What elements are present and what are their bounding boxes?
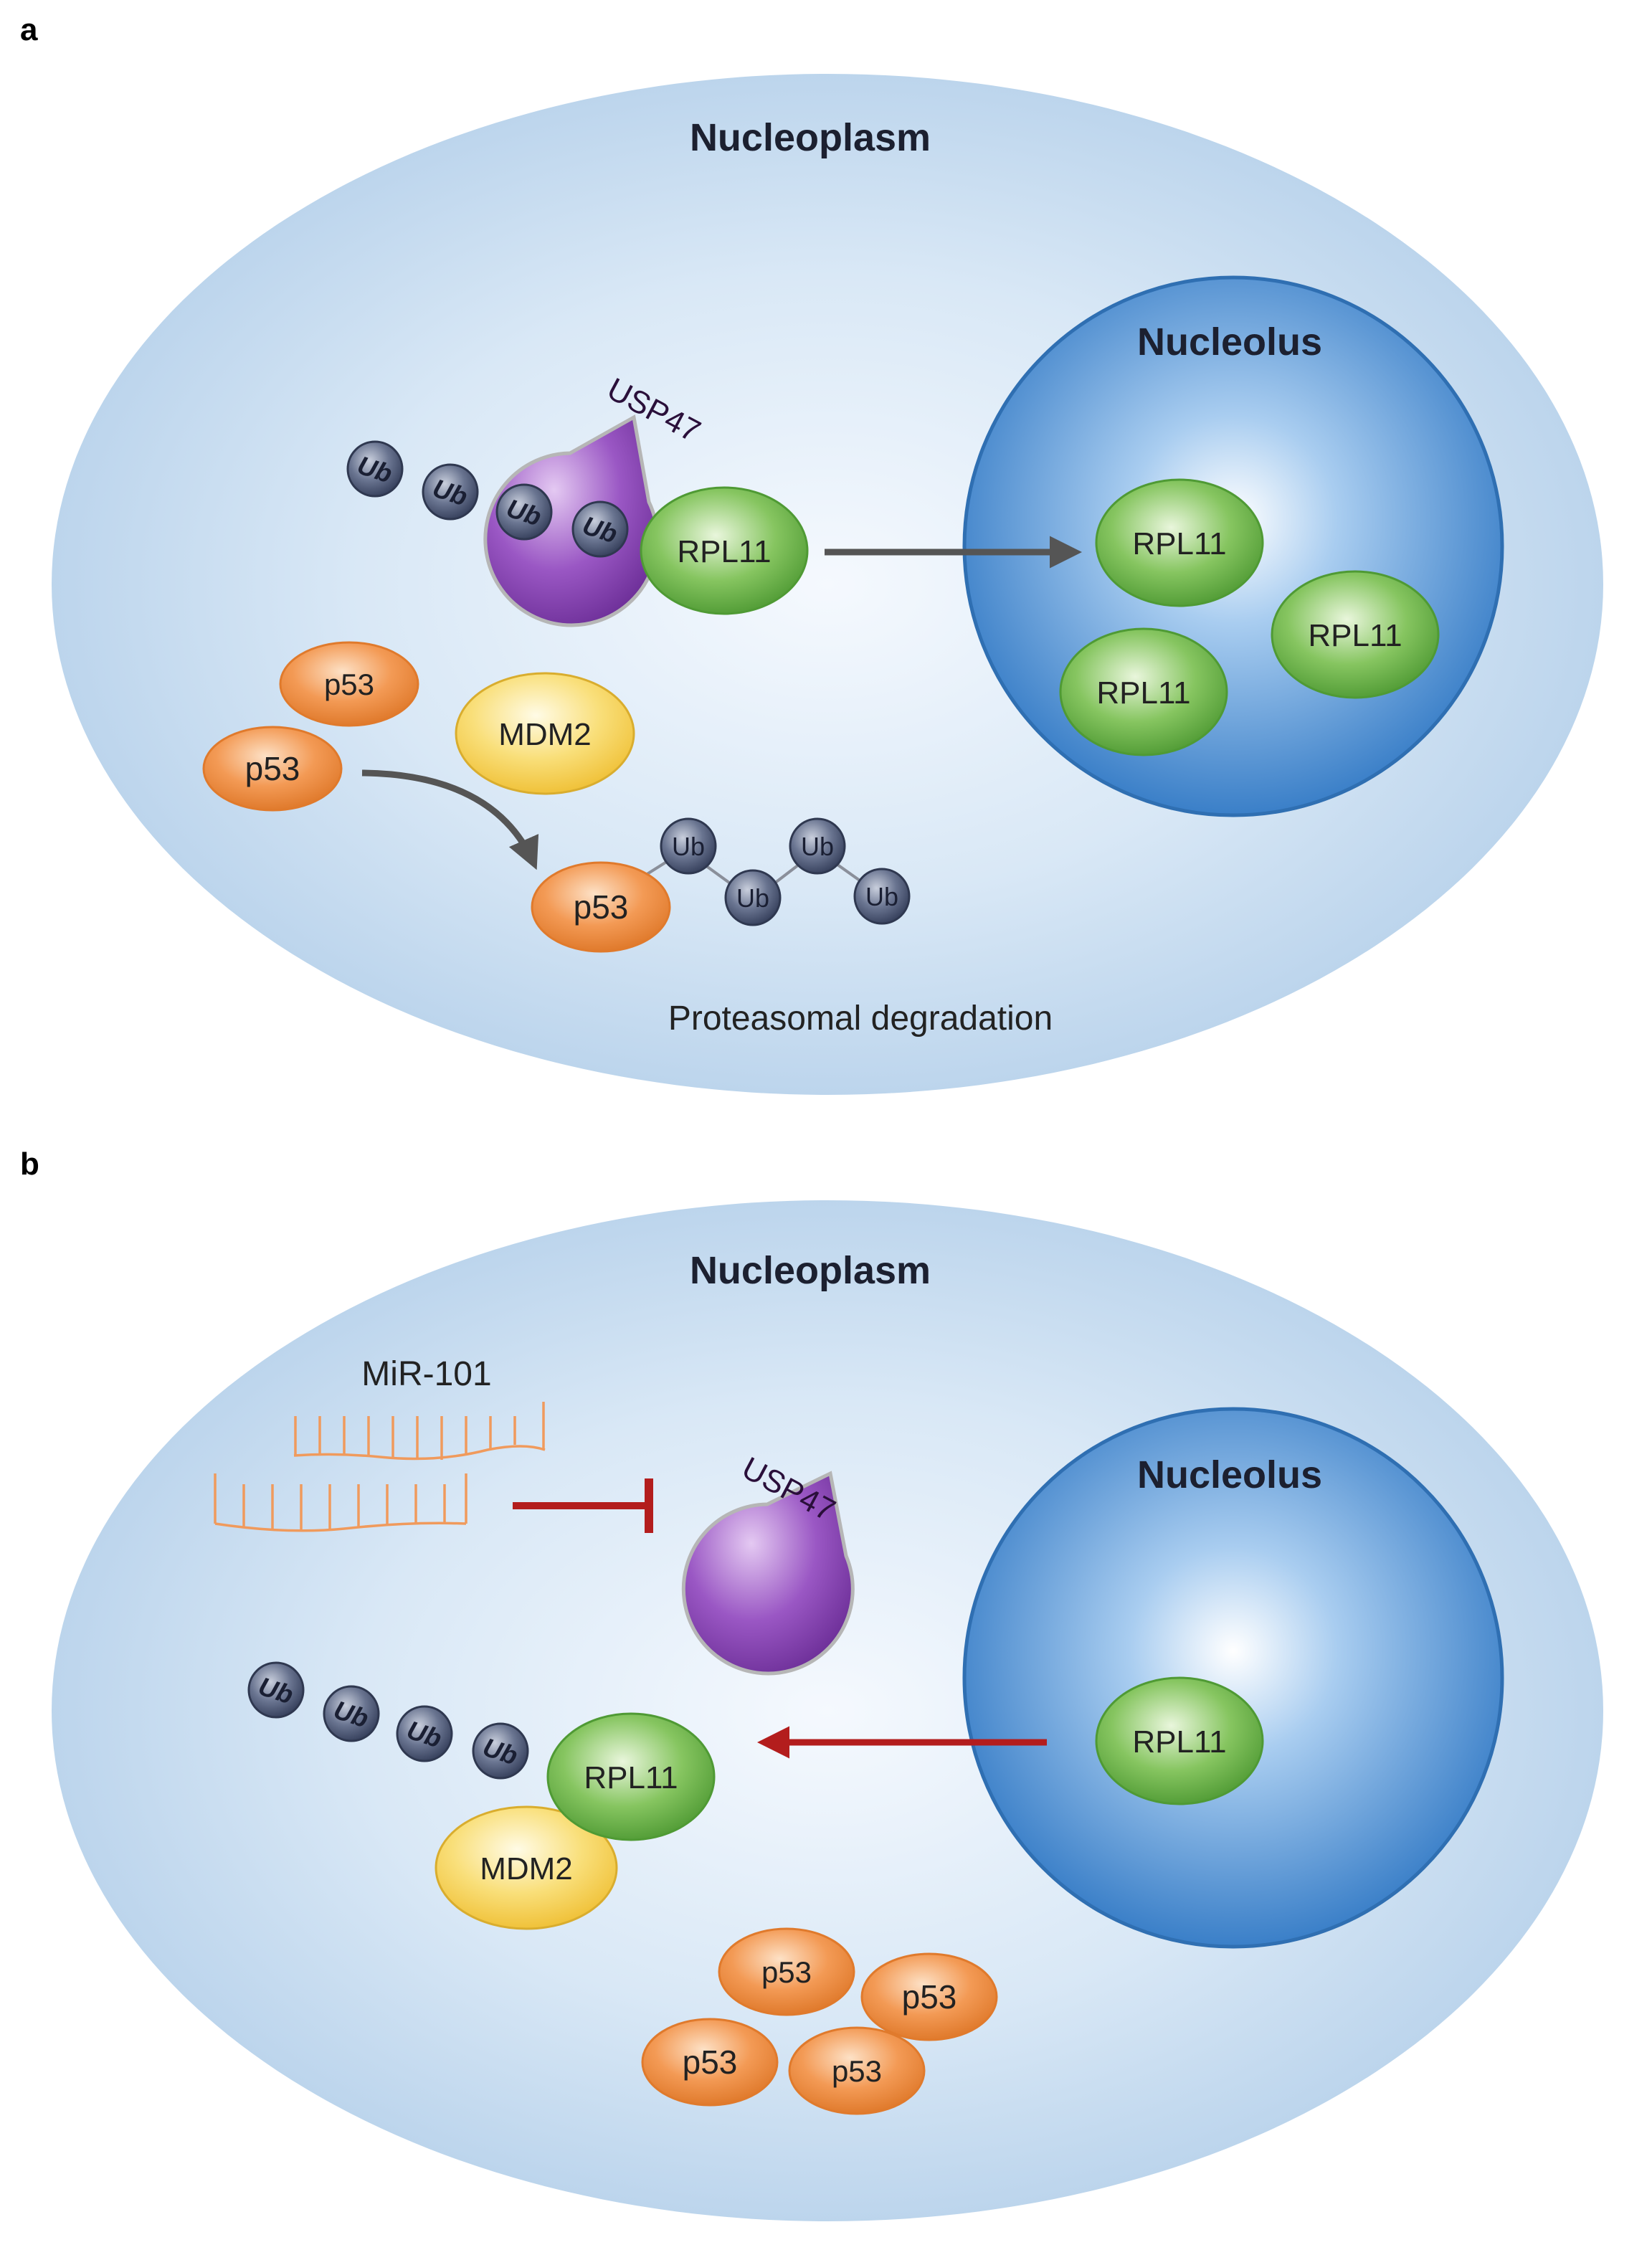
panel-b: b Nucleoplasm Nucleolus MiR-101 [20, 1147, 1603, 2221]
mir101-strand-2-bases [214, 1473, 467, 1531]
rpl11-a-nucleoplasm-label: RPL11 [677, 534, 771, 569]
p53-a-1 [279, 641, 419, 727]
p53-a-ubiquitinated [531, 861, 671, 953]
ubiquitin-b-4 [472, 1722, 529, 1780]
rpl11-a-nucleolus-1 [1095, 478, 1264, 607]
p53-b-3 [641, 2018, 779, 2107]
mir101-strand-2 [214, 1521, 467, 1532]
p53-a-ubiquitinated-label: p53 [574, 888, 629, 926]
rpl11-a-nucleolus-3-label: RPL11 [1096, 675, 1190, 711]
rpl11-a-nucleolus-3 [1059, 627, 1228, 756]
rpl11-a-nucleolus-2-label: RPL11 [1308, 618, 1402, 653]
rpl11-a-nucleoplasm [640, 486, 809, 615]
ubiquitin-b-2 [323, 1685, 380, 1742]
p53-a-1-label: p53 [324, 668, 374, 701]
nucleolus-b-label: Nucleolus [1137, 1453, 1322, 1496]
p53-b-1-label: p53 [761, 1955, 812, 1989]
nucleoplasm-b-label: Nucleoplasm [690, 1249, 931, 1292]
mdm2-b-label: MDM2 [480, 1851, 573, 1886]
mir101-strands [214, 1402, 546, 1532]
ubiquitinated-p53-a: p53 Ub Ub Ub Ub [531, 817, 911, 953]
p53-a-2-label: p53 [245, 750, 300, 787]
mir101-strand-1-bases [294, 1402, 545, 1460]
p53-b-2-label: p53 [902, 1978, 957, 2016]
ubiquitin-chain-b: Ub Ub Ub Ub [247, 1661, 529, 1780]
ubiquitin-b-1 [247, 1661, 305, 1719]
rpl11-b-nucleolus [1095, 1676, 1264, 1805]
nucleoplasm-a-label: Nucleoplasm [690, 116, 931, 159]
usp47-b-shape [681, 1471, 855, 1676]
ubiquitin-a-3 [495, 483, 553, 541]
p53-b-3-label: p53 [683, 2043, 738, 2081]
rpl11-b-nucleolus-label: RPL11 [1132, 1724, 1226, 1760]
mdm2-a [455, 672, 635, 795]
ubiquitin-a-1 [346, 440, 404, 498]
rpl11-b-nucleoplasm [546, 1712, 716, 1841]
panel-b-label: b [20, 1147, 39, 1182]
ubiquitination-arrow-a [361, 769, 539, 870]
ubiquitin-a-p53-4 [853, 868, 911, 925]
rpl11-b-nucleoplasm-label: RPL11 [584, 1760, 678, 1795]
rpl11-a-nucleolus-2 [1271, 570, 1440, 699]
ubiquitin-a-2 [422, 463, 479, 521]
rpl11-a-nucleolus-1-label: RPL11 [1132, 526, 1226, 561]
nucleolus-b [962, 1407, 1504, 1949]
ubiquitin-chain-a: Ub Ub Ub Ub [346, 440, 629, 558]
mir101-label: MiR-101 [361, 1355, 491, 1393]
ubiquitin-a-4 [571, 500, 629, 558]
panel-a: a Nucleoplasm Nucleolus USP47 Ub Ub Ub U… [20, 12, 1603, 1095]
mdm2-b [435, 1805, 618, 1930]
ubiquitin-a-p53-1 [660, 817, 717, 875]
ubiquitin-a-p53-3 [789, 817, 846, 875]
mir101-strand-1 [293, 1445, 546, 1461]
p53-b-2 [860, 1952, 998, 2041]
p53-b-4-label: p53 [832, 2054, 882, 2088]
ubiquitin-a-p53-1-label: Ub [672, 832, 705, 861]
p53-b-1 [718, 1927, 855, 2016]
ubiquitin-a-p53-4-label: Ub [865, 882, 898, 911]
ubiquitin-a-p53-2 [724, 869, 782, 926]
ubiquitin-b-3 [396, 1705, 453, 1762]
panel-a-label: a [20, 12, 38, 47]
proteasomal-degradation-label: Proteasomal degradation [668, 1000, 1053, 1038]
ubiquitin-a-p53-2-label: Ub [736, 883, 769, 913]
mdm2-a-label: MDM2 [498, 717, 592, 752]
nucleolus-a-label: Nucleolus [1137, 321, 1322, 364]
p53-b-4 [788, 2026, 926, 2115]
p53-a-2 [202, 726, 343, 812]
ubiquitin-a-p53-3-label: Ub [801, 832, 834, 861]
